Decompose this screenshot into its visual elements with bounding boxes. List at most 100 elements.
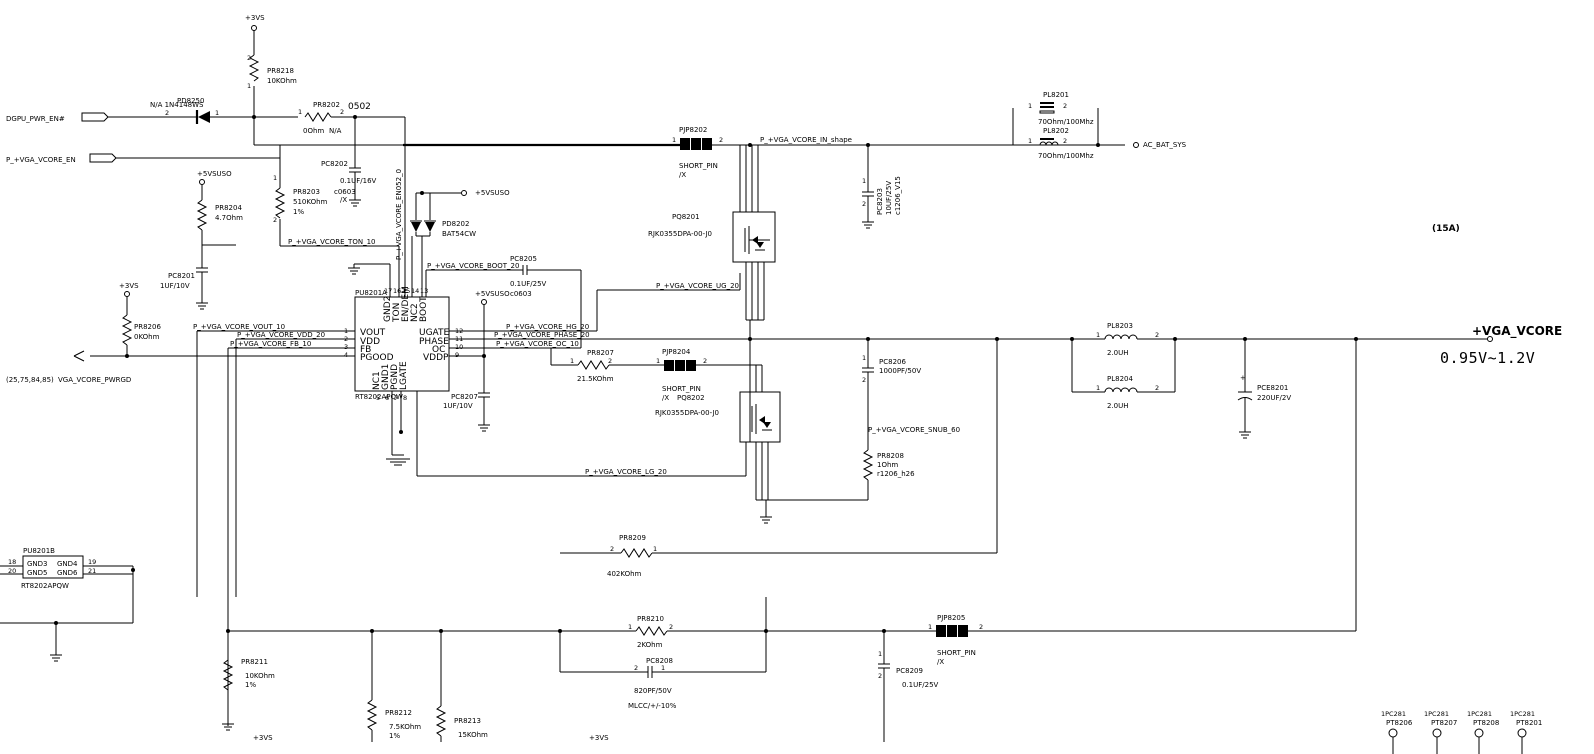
pr8204-val: 4.7Ohm [215,214,243,222]
net-snub: P_+VGA_VCORE_SNUB_60 [868,426,960,434]
ic-pin-nc1: NC1 [372,371,382,390]
net-vout: P_+VGA_VCORE_VOUT_10 [193,323,285,331]
pl8204-ref: PL8204 [1107,375,1133,383]
pc8206-ref: PC8206 [879,358,906,366]
gnd6-pin: GND6 [57,569,78,577]
net-pwrgd-refs: (25,75,84,85) [6,376,54,384]
net-vga-vcore-en: P_+VGA_VCORE_EN [6,156,76,164]
svg-text:1: 1 [653,545,657,553]
pr8207-pjp8204: 1 2 PR8207 21.5KOhm 1 2 PJP8204 SHORT_PI… [550,348,750,402]
fb-network: 1 2 PR8210 2KOhm 2 1 PC8208 820PF/50V ML… [226,339,1357,742]
pc8206-pr8208: 1 2 PC8206 1000PF/50V P_+VGA_VCORE_SNUB_… [862,339,960,500]
pl8202-ref: PL8202 [1043,127,1069,135]
ic-pin-en-dem: EN/DEM [401,286,411,322]
svg-text:1: 1 [928,623,932,631]
pd8202-val: BAT54CW [442,230,476,238]
test-points: 1PC281 PT8206 1PC281 PT8207 1PC281 PT820… [1381,710,1542,754]
pd8250-ref: PD8250 [177,97,204,105]
svg-text:8: 8 [403,394,407,402]
svg-text:1PC281: 1PC281 [1381,710,1406,718]
net-ug: P_+VGA_VCORE_UG_20 [656,282,739,290]
net-lg: P_+VGA_VCORE_LG_20 [585,468,667,476]
pu8201b: PU8201B RT8202APQW GND3 GND4 GND5 GND6 1… [0,547,135,662]
pq8201-ref: PQ8201 [672,213,700,221]
pr8212-ref: PR8212 [385,709,412,717]
svg-text:2: 2 [273,216,277,224]
net-en052: P_+VGA_VCORE_EN052_0 [395,169,403,260]
pc8209-ref: PC8209 [896,667,923,675]
net-5vsuso-a: +5VSUSO [197,170,232,178]
pc8203-pkg: c1206_V15 [894,176,902,215]
svg-text:19: 19 [88,558,96,566]
svg-text:4: 4 [344,351,348,359]
svg-text:1PC281: 1PC281 [1467,710,1492,718]
pr8211-tol: 1% [245,681,256,689]
pc8208-tol: MLCC/+/-10% [628,702,677,710]
pr8204-ref: PR8204 [215,204,242,212]
pu8201b-part: RT8202APQW [21,582,69,590]
ic-pin-pgood: PGOOD [360,353,394,363]
ic-pin-ton: TON [392,303,402,323]
pr8206-val: 0KOhm [134,333,160,341]
pc8202-ref: PC8202 [321,160,348,168]
pc8202: PC8202 0.1UF/16V /X [321,117,377,207]
svg-text:1: 1 [862,177,866,185]
svg-text:2: 2 [703,357,707,365]
pr8202-val: 0Ohm [303,127,324,135]
svg-text:5: 5 [376,394,380,402]
pc8203-val: 10UF/25V [885,181,893,215]
svg-text:1PC281: 1PC281 [1424,710,1449,718]
pr8218-ref: PR8218 [267,67,294,75]
svg-text:2: 2 [862,376,866,384]
pjp8204-val: SHORT_PIN [662,385,701,393]
pjp8205-val: SHORT_PIN [937,649,976,657]
pd8250-val: N/A 1N4148WS [150,101,204,109]
net-3vs-d: +3VS [589,734,609,742]
svg-text:3: 3 [344,343,348,351]
pc8208-val: 820PF/50V [634,687,672,695]
svg-text:2: 2 [979,623,983,631]
pr8203-tol: 1% [293,208,304,216]
current-rating: (15A) [1432,224,1460,234]
svg-text:1: 1 [661,664,665,672]
svg-text:2: 2 [1063,137,1067,145]
svg-text:2: 2 [719,136,723,144]
tp-pt8201: PT8201 [1516,719,1542,727]
svg-text:1: 1 [862,354,866,362]
pr8207-val: 21.5KOhm [577,375,614,383]
svg-text:10: 10 [455,343,463,351]
tp-pt8207: PT8207 [1431,719,1457,727]
svg-text:2: 2 [862,200,866,208]
net-3vs-c: +3VS [253,734,273,742]
pq8201-val: RJK0355DPA-00-J0 [648,230,712,238]
pl8203-pl8204: 1 2 PL8203 2.0UH 1 2 PL8204 2.0UH [1071,322,1176,410]
ic-pin-vout: VOUT [360,328,386,338]
ic-pin-phase: PHASE [419,337,449,347]
pr8209: 2 1 PR8209 402KOhm [560,339,998,578]
pjp8204-ref: PJP8204 [662,348,691,356]
pr8208-ref: PR8208 [877,452,904,460]
pr8206-pgood: +3VS PR8206 0KOhm (25,75,84,85) VGA_VCOR… [6,282,340,384]
ic-pin-vddp: VDDP [423,353,449,363]
pd8202-ref: PD8202 [442,220,469,228]
en-section: +3VS 2 1 PR8218 10KOhm DGPU_PWR_EN# PD82… [6,14,406,285]
port-pwrgd [73,350,85,362]
pce8201-ref: PCE8201 [1257,384,1288,392]
svg-text:1: 1 [247,82,251,90]
svg-text:1: 1 [878,650,882,658]
net-vga-vcore: +VGA_VCORE [1472,324,1562,339]
pr8202-na: N/A [329,127,342,135]
ic-pin-lgate: LGATE [399,361,409,390]
gnd3-pin: GND3 [27,560,48,568]
pr8211-ref: PR8211 [241,658,268,666]
pc8206-val: 1000PF/50V [879,367,921,375]
pl8204-val: 2.0UH [1107,402,1129,410]
pce8201-val: 220UF/2V [1257,394,1291,402]
pjp8202-ref: PJP8202 [679,126,707,134]
pc8207-ref: PC8207 [451,393,478,401]
svg-text:2: 2 [340,108,344,116]
net-dgpu-pwr-en: DGPU_PWR_EN# [6,115,65,123]
svg-text:16: 16 [393,287,401,295]
pc8208-ref: PC8208 [646,657,673,665]
